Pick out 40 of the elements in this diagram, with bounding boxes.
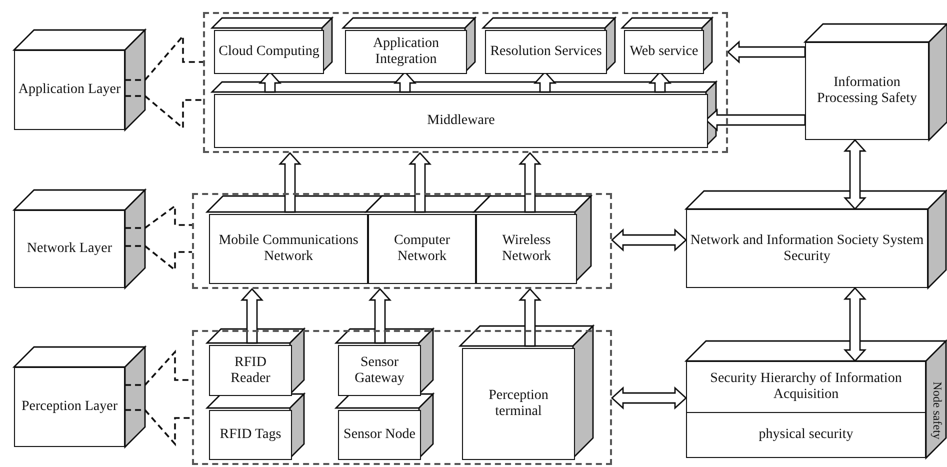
block-arrow xyxy=(408,152,432,213)
box-label: Security Hierarchy of Information Acquisition xyxy=(687,362,925,414)
block-arrow xyxy=(368,288,392,344)
block-arrow xyxy=(610,228,688,252)
box-label: Perception Layer xyxy=(20,399,118,415)
box-label: Mobile Communications Network xyxy=(218,233,360,265)
block-arrow xyxy=(610,386,688,410)
box-label: Sensor Gateway xyxy=(354,354,406,386)
box-label: Sensor Node xyxy=(342,427,416,443)
box-label: Cloud Computing xyxy=(218,44,320,60)
box-label: RFID Reader xyxy=(230,354,272,386)
block-arrow xyxy=(278,152,302,213)
dashed-connector xyxy=(125,409,192,446)
box-label: Information Processing Safety xyxy=(816,75,918,107)
box-label: Application Layer xyxy=(17,82,122,98)
block-arrow xyxy=(843,138,867,210)
box-label: physical security xyxy=(758,426,854,444)
block-arrow xyxy=(518,152,542,213)
component-box xyxy=(214,94,708,148)
block-arrow xyxy=(726,40,806,64)
box-label: Application Integration xyxy=(372,36,440,68)
dashed-connector xyxy=(125,95,203,130)
box-label: Wireless Network xyxy=(501,233,552,265)
dashed-group-frame xyxy=(192,330,612,465)
block-arrow xyxy=(240,288,264,344)
box-label: Middleware xyxy=(426,113,496,129)
block-arrow xyxy=(518,288,542,347)
box-label: Perception terminal xyxy=(488,388,550,420)
box-label: Computer Network xyxy=(393,233,451,265)
box-label: Web service xyxy=(628,44,700,60)
dashed-group-frame xyxy=(192,193,612,289)
box-label: Resolution Services xyxy=(489,44,603,60)
box-label: Network Layer xyxy=(26,241,114,257)
dashed-connector xyxy=(125,245,192,272)
box-label: RFID Tags xyxy=(218,427,282,443)
side-label: Node safety xyxy=(929,381,944,439)
dashed-connector xyxy=(125,204,192,229)
dashed-group-frame xyxy=(203,12,728,153)
block-arrow xyxy=(843,286,867,362)
box-label: Network and Information Society System Security xyxy=(689,232,925,264)
